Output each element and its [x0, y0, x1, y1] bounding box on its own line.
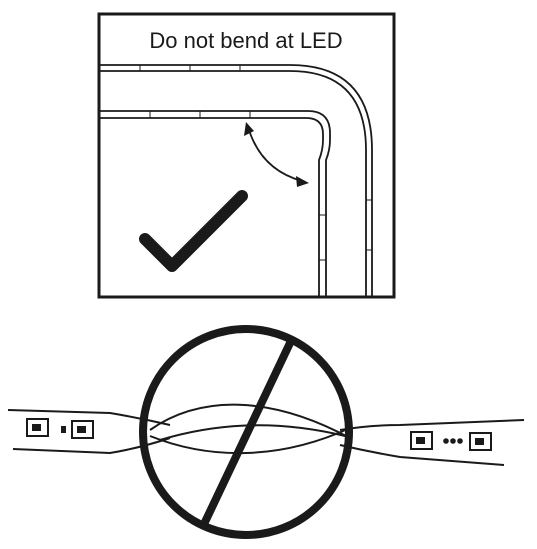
panel-frame — [97, 12, 396, 299]
resistor — [61, 426, 66, 433]
outer-strip-tick-marks — [139, 65, 372, 251]
left-led-chips — [26, 418, 94, 439]
inner-led-strip — [100, 110, 331, 297]
correct-bend-panel: Do not bend at LED — [97, 12, 396, 299]
double-headed-arc-arrow-icon — [244, 122, 309, 187]
twisted-strip-section — [149, 403, 351, 455]
panel-caption: Do not bend at LED — [149, 28, 342, 53]
outer-led-strip — [100, 64, 373, 297]
right-led-chips — [410, 431, 492, 451]
no-sign-icon — [139, 325, 353, 539]
inner-strip-tick-marks — [149, 111, 326, 261]
checkmark-icon — [139, 190, 248, 272]
incorrect-twist-panel — [7, 325, 525, 539]
